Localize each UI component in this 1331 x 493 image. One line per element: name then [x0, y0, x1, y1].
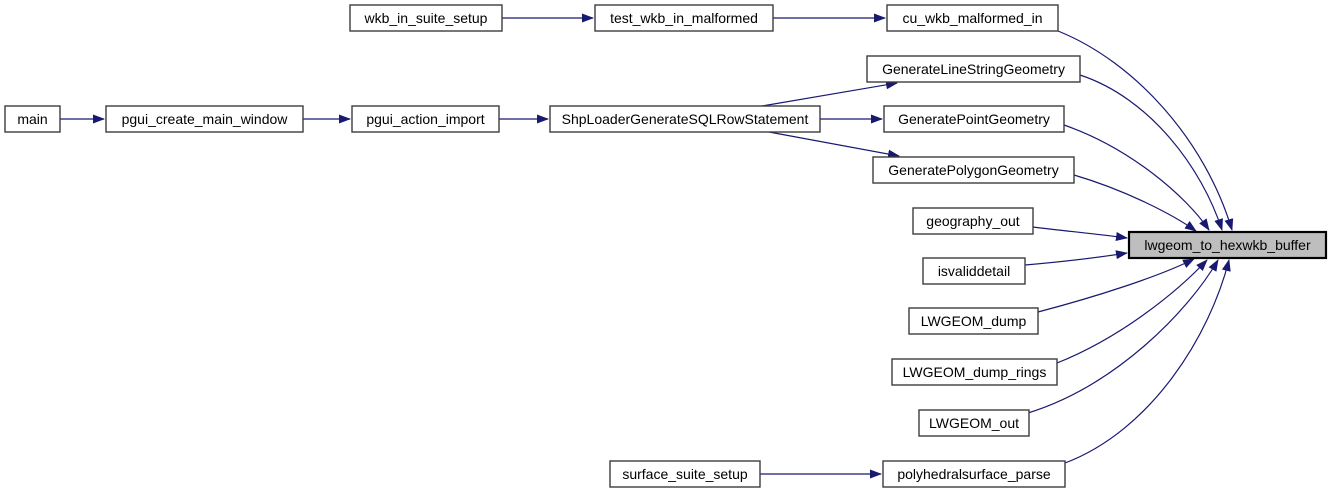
node-box-cu_wkb_malformed_in — [886, 4, 1059, 32]
edge-GenerateLineStringGeometry-to-lwgeom_to_hexwkb_buffer — [1079, 74, 1223, 231]
edge-GeneratePointGeometry-to-lwgeom_to_hexwkb_buffer — [1063, 124, 1210, 231]
node-GeneratePointGeometry[interactable]: GeneratePointGeometry — [883, 105, 1065, 133]
edge-LWGEOM_dump_rings-to-lwgeom_to_hexwkb_buffer — [1056, 259, 1208, 364]
node-label-isvaliddetail: isvaliddetail — [938, 263, 1010, 279]
node-label-lwgeom_to_hexwkb_buffer: lwgeom_to_hexwkb_buffer — [1144, 237, 1311, 253]
node-box-GeneratePolygonGeometry — [872, 156, 1075, 184]
node-box-polyhedralsurface_parse — [882, 460, 1066, 488]
edge-ShpLoaderGenerateSQLRowStatement-to-GeneratePolygonGeometry — [768, 131, 900, 159]
edge-polyhedralsurface_parse-to-lwgeom_to_hexwkb_buffer — [1064, 259, 1231, 464]
node-box-main — [4, 105, 61, 133]
edge-ShpLoaderGenerateSQLRowStatement-to-GenerateLineStringGeometry — [761, 80, 898, 107]
node-label-GeneratePointGeometry: GeneratePointGeometry — [898, 111, 1050, 127]
node-GenerateLineStringGeometry[interactable]: GenerateLineStringGeometry — [866, 55, 1081, 83]
node-box-lwgeom_to_hexwkb_buffer — [1127, 230, 1328, 260]
node-label-surface_suite_setup: surface_suite_setup — [622, 466, 748, 482]
edge-LWGEOM_dump-to-lwgeom_to_hexwkb_buffer — [1037, 258, 1195, 313]
node-lwgeom_to_hexwkb_buffer: lwgeom_to_hexwkb_buffer — [1127, 230, 1328, 260]
node-box-LWGEOM_dump — [908, 307, 1039, 335]
node-label-wkb_in_suite_setup: wkb_in_suite_setup — [364, 10, 488, 26]
node-pgui_action_import[interactable]: pgui_action_import — [351, 105, 500, 133]
node-LWGEOM_out[interactable]: LWGEOM_out — [918, 409, 1030, 437]
edge-cu_wkb_malformed_in-to-lwgeom_to_hexwkb_buffer — [1057, 30, 1234, 231]
node-box-geography_out — [912, 207, 1034, 235]
node-label-cu_wkb_malformed_in: cu_wkb_malformed_in — [902, 10, 1042, 26]
node-label-LWGEOM_dump: LWGEOM_dump — [921, 313, 1027, 329]
node-LWGEOM_dump_rings[interactable]: LWGEOM_dump_rings — [891, 358, 1058, 386]
node-surface_suite_setup[interactable]: surface_suite_setup — [609, 460, 761, 488]
node-main[interactable]: main — [4, 105, 61, 133]
node-label-main: main — [17, 111, 47, 127]
node-box-test_wkb_in_malformed — [594, 4, 774, 32]
node-LWGEOM_dump[interactable]: LWGEOM_dump — [908, 307, 1039, 335]
edge-geography_out-to-lwgeom_to_hexwkb_buffer — [1032, 226, 1128, 241]
node-wkb_in_suite_setup[interactable]: wkb_in_suite_setup — [349, 4, 503, 32]
node-box-GeneratePointGeometry — [883, 105, 1065, 133]
node-label-GeneratePolygonGeometry: GeneratePolygonGeometry — [888, 162, 1058, 178]
edge-GeneratePolygonGeometry-to-lwgeom_to_hexwkb_buffer — [1073, 174, 1197, 232]
node-label-geography_out: geography_out — [926, 213, 1020, 229]
node-label-LWGEOM_out: LWGEOM_out — [929, 415, 1019, 431]
node-label-polyhedralsurface_parse: polyhedralsurface_parse — [897, 466, 1051, 482]
node-isvaliddetail[interactable]: isvaliddetail — [922, 257, 1026, 285]
node-label-ShpLoaderGenerateSQLRowStatement: ShpLoaderGenerateSQLRowStatement — [562, 111, 809, 127]
edge-isvaliddetail-to-lwgeom_to_hexwkb_buffer — [1024, 250, 1128, 266]
node-ShpLoaderGenerateSQLRowStatement[interactable]: ShpLoaderGenerateSQLRowStatement — [549, 105, 821, 133]
node-box-pgui_action_import — [351, 105, 500, 133]
node-box-ShpLoaderGenerateSQLRowStatement — [549, 105, 821, 133]
node-GeneratePolygonGeometry[interactable]: GeneratePolygonGeometry — [872, 156, 1075, 184]
node-box-surface_suite_setup — [609, 460, 761, 488]
node-label-GenerateLineStringGeometry: GenerateLineStringGeometry — [882, 61, 1065, 77]
node-polyhedralsurface_parse[interactable]: polyhedralsurface_parse — [882, 460, 1066, 488]
node-box-LWGEOM_dump_rings — [891, 358, 1058, 386]
node-box-LWGEOM_out — [918, 409, 1030, 437]
edge-LWGEOM_out-to-lwgeom_to_hexwkb_buffer — [1027, 259, 1219, 414]
node-label-LWGEOM_dump_rings: LWGEOM_dump_rings — [903, 364, 1047, 380]
node-box-isvaliddetail — [922, 257, 1026, 285]
node-box-wkb_in_suite_setup — [349, 4, 503, 32]
node-geography_out[interactable]: geography_out — [912, 207, 1034, 235]
node-label-pgui_create_main_window: pgui_create_main_window — [122, 111, 289, 127]
node-label-test_wkb_in_malformed: test_wkb_in_malformed — [610, 10, 758, 26]
node-box-pgui_create_main_window — [105, 105, 304, 133]
node-pgui_create_main_window[interactable]: pgui_create_main_window — [105, 105, 304, 133]
node-box-GenerateLineStringGeometry — [866, 55, 1081, 83]
node-label-pgui_action_import: pgui_action_import — [366, 111, 484, 127]
node-test_wkb_in_malformed[interactable]: test_wkb_in_malformed — [594, 4, 774, 32]
node-cu_wkb_malformed_in[interactable]: cu_wkb_malformed_in — [886, 4, 1059, 32]
